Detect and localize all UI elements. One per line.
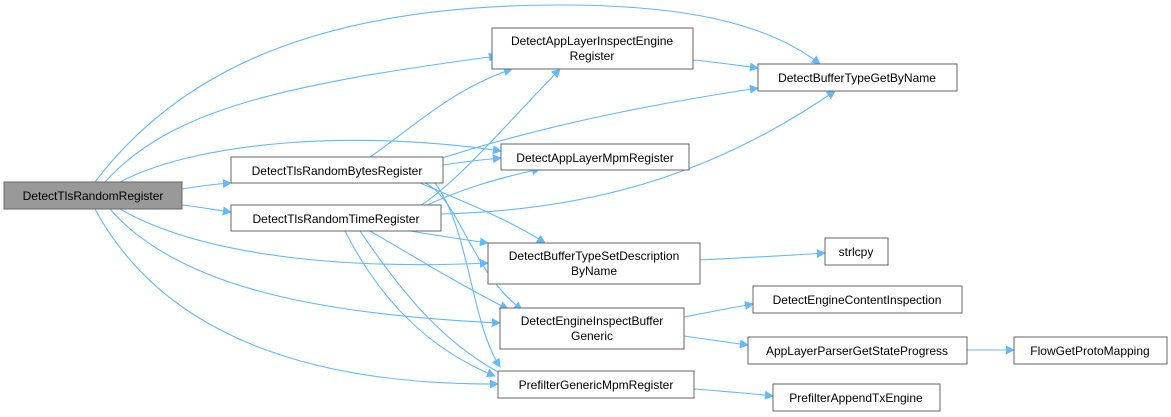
edges [94, 4, 1015, 400]
node-label: DetectTlsRandomRegister [23, 189, 164, 203]
node-label: DetectTlsRandomBytesRegister [252, 164, 423, 178]
edge-root-to-bytes-register [181, 179, 232, 190]
edge-time-to-app-layer-mpm-register [424, 166, 541, 207]
node-label: PrefilterGenericMpmRegister [519, 378, 674, 392]
edge-time-to-engine-inspect-buffer-generic [369, 230, 509, 310]
node-strlcpy[interactable]: strlcpy [824, 237, 889, 266]
edge-time-to-buffer-type-get-by-name [440, 90, 836, 215]
edge-root-to-app-layer-mpm-register [119, 139, 502, 183]
edge-root-to-buffer-type-get-by-name [94, 4, 821, 183]
node-label: AppLayerParserGetStateProgress [766, 344, 948, 358]
edge-time-to-prefilter-generic-mpm-register [344, 230, 496, 378]
edge-time-to-buffer-type-set-description [409, 230, 489, 247]
node-label: PrefilterAppendTxEngine [789, 391, 923, 405]
nodes: DetectTlsRandomRegister DetectTlsRandomB… [3, 27, 1168, 412]
node-label-line-2: Register [570, 49, 615, 63]
node-label: DetectEngineContentInspection [773, 293, 942, 307]
edge-time-to-app-layer-inspect-engine-register [419, 68, 561, 207]
node-label: DetectBufferTypeGetByName [778, 71, 936, 85]
node-flow-get-proto-mapping[interactable]: FlowGetProtoMapping [1013, 336, 1168, 365]
edge-set-description-to-strlcpy [699, 249, 826, 261]
node-label-line-1: DetectAppLayerInspectEngine [511, 34, 673, 48]
node-label: strlcpy [839, 245, 874, 259]
node-detect-buffer-type-get-by-name[interactable]: DetectBufferTypeGetByName [757, 63, 958, 92]
node-detect-tls-random-time-register[interactable]: DetectTlsRandomTimeRegister [230, 204, 442, 232]
edge-inspect-buffer-to-state-progress [683, 335, 749, 349]
node-prefilter-generic-mpm-register[interactable]: PrefilterGenericMpmRegister [497, 370, 695, 399]
edge-root-to-buffer-type-set-description [119, 208, 489, 268]
edge-inspect-engine-register-to-buffer-type-get-by-name [692, 59, 759, 72]
edge-time-to-prefilter-generic-mpm-register-2 [359, 230, 499, 373]
edge-bytes-to-app-layer-mpm-register [442, 154, 502, 166]
node-detect-buffer-type-set-description-by-name[interactable]: DetectBufferTypeSetDescription ByName [487, 242, 701, 285]
edge-bytes-to-app-layer-inspect-engine-register [369, 67, 513, 158]
node-app-layer-parser-get-state-progress[interactable]: AppLayerParserGetStateProgress [747, 336, 968, 365]
node-label-line-1: DetectEngineInspectBuffer [521, 314, 664, 328]
node-detect-app-layer-mpm-register[interactable]: DetectAppLayerMpmRegister [500, 143, 690, 171]
edge-bytes-to-prefilter-generic-mpm-register [434, 182, 501, 368]
node-detect-engine-inspect-buffer-generic[interactable]: DetectEngineInspectBuffer Generic [499, 307, 685, 350]
edge-root-to-time-register [181, 204, 232, 216]
node-detect-tls-random-bytes-register[interactable]: DetectTlsRandomBytesRegister [230, 156, 444, 184]
edge-prefilter-generic-to-append-tx-engine [693, 388, 774, 400]
edge-bytes-to-buffer-type-get-by-name [435, 84, 759, 161]
node-detect-app-layer-inspect-engine-register[interactable]: DetectAppLayerInspectEngine Register [491, 27, 694, 70]
node-label-line-1: DetectBufferTypeSetDescription [509, 249, 680, 263]
edge-root-to-app-layer-inspect-engine-register [104, 52, 498, 183]
node-label: DetectAppLayerMpmRegister [516, 151, 673, 165]
node-prefilter-append-tx-engine[interactable]: PrefilterAppendTxEngine [772, 383, 941, 412]
edge-root-to-prefilter-generic-mpm-register [94, 208, 499, 389]
edge-bytes-to-engine-inspect-buffer-generic [424, 182, 523, 311]
edge-inspect-buffer-to-content-inspection [683, 300, 754, 318]
edge-root-to-engine-inspect-buffer-generic [109, 208, 501, 328]
node-label: DetectTlsRandomTimeRegister [253, 212, 420, 226]
node-detect-engine-content-inspection[interactable]: DetectEngineContentInspection [752, 285, 963, 314]
node-label-line-2: Generic [571, 329, 613, 343]
node-detect-tls-random-register[interactable]: DetectTlsRandomRegister [3, 181, 183, 210]
node-label: FlowGetProtoMapping [1030, 344, 1149, 358]
node-label-line-2: ByName [571, 264, 617, 278]
